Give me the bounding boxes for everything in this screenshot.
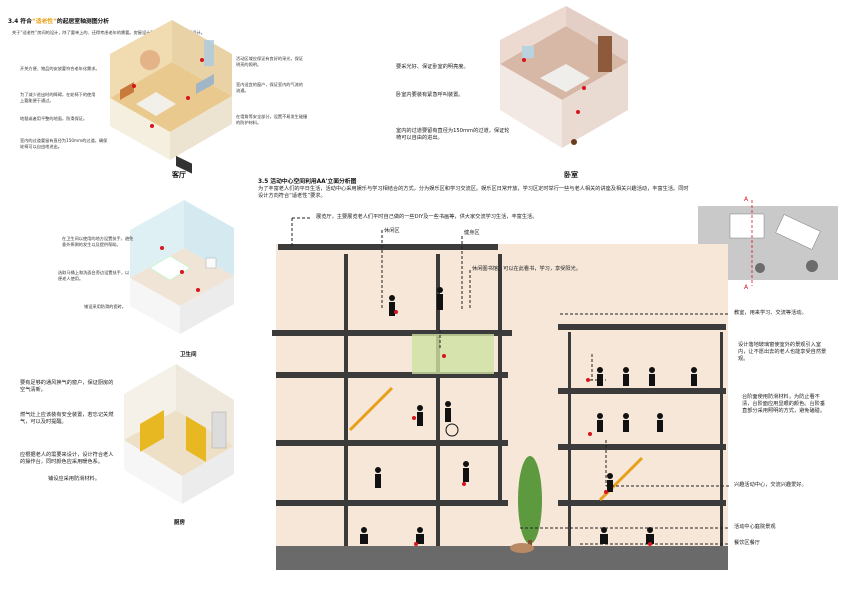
living-marker-4 (200, 58, 204, 62)
section-intro: 为了丰富老人们的平日生活，活动中心采用娱乐与学习相结合的方式，分为娱乐区和学习交… (258, 186, 689, 200)
label-fitness: 健身区 (464, 230, 480, 236)
kitchen-note-4: 铺设应采用防滑材料。 (48, 476, 100, 482)
living-marker-1 (132, 84, 136, 88)
label-hobby: 兴趣活动中心，交流兴趣爱好。 (734, 482, 807, 488)
section-marker-a-bottom: A (744, 284, 749, 291)
bedroom-title: 卧室 (564, 171, 578, 179)
living-title: 客厅 (172, 171, 186, 179)
bathroom-marker-1 (160, 246, 164, 250)
bedroom-note-3: 室内的过道要留有直径为150mm的过道，保证轮椅可以自由的进出。 (396, 128, 510, 142)
section-marker-fitness (462, 482, 466, 486)
section-marker-classroom (586, 378, 590, 382)
label-dining: 餐饮区餐厅 (734, 540, 760, 546)
section-marker-a-top: A (744, 196, 749, 203)
label-center: 活动中心庭院景观 (734, 524, 776, 530)
bedroom-marker-1 (522, 58, 526, 62)
bedroom-marker-2 (582, 86, 586, 90)
living-note-6: 室内适宜的窗户，保证室内的气流的流通。 (236, 82, 304, 93)
living-marker-3 (186, 96, 190, 100)
living-note-4: 室内的过道要留有直径为150mm的过道，确保轮椅可以自由地进出。 (20, 138, 108, 149)
living-note-2: 为了减少进出时的障碍，在轮椅下的使用上要能便于通过。 (20, 92, 96, 103)
section-marker-dining-left (414, 542, 418, 546)
kitchen-note-3: 应根据老人的需要来设计，设计符合老人的操作台，同时颜色应采用暖色系。 (20, 452, 114, 466)
label-steps: 台阶面使用防滑材料，为防止看不清，台阶面应用显眼的颜色。台阶垂直部分采用照明的方… (742, 394, 826, 415)
label-exhibition: 展览厅，主要展览老人们平时自己做的一些DIY及一些书画等，供大家交流学习生活，丰… (316, 214, 538, 220)
section-marker-library (442, 354, 446, 358)
living-note-1: 开关方便、物品的安放要符合老年化需求。 (20, 66, 100, 71)
bedroom-note-1: 要采光好、保证卧室的明亮度。 (396, 64, 469, 70)
living-marker-2 (150, 124, 154, 128)
label-library: 休闲图书馆，可以在此看书，学习，享受阳光。 (472, 266, 581, 272)
label-classroom: 教室，用来学习、交流等活动。 (734, 310, 807, 316)
kitchen-note-2: 燃气灶上应该装有安全装置，若忘记关燃气，可以及时提醒。 (20, 412, 114, 426)
label-rest: 休闲区 (384, 228, 400, 234)
section-marker-exhibition (394, 310, 398, 314)
living-note-5: 活动区域应保证有良好的采光，保证明亮的照明。 (236, 56, 304, 67)
section-heading: 3.5 活动中心空间利用AA'立面分析图 (258, 179, 357, 185)
section-marker-steps (588, 432, 592, 436)
bathroom-marker-2 (180, 270, 184, 274)
section-marker-dining-right (648, 542, 652, 546)
bathroom-marker-3 (196, 288, 200, 292)
bedroom-marker-3 (576, 110, 580, 114)
section-marker-rest (412, 416, 416, 420)
label-design: 设计落地玻璃窗使室外的景观引入室内，让不愿出去的老人也能享受自然景观。 (738, 342, 827, 363)
kitchen-title: 厨房 (174, 520, 186, 526)
living-heading: 3.4 符合“适老性”的起居室轴测图分析 (8, 19, 110, 25)
bathroom-note-3: 铺设采用防滑的瓷砖。 (84, 304, 126, 309)
living-note-7: 在墙角等安全部分，设置不易发生碰撞的防护材料。 (236, 114, 308, 125)
bedroom-note-2: 卧室内要装有紧急呼叫装置。 (396, 92, 464, 98)
kitchen-note-1: 要有足够的通风换气的窗户，保证厨房的空气清新。 (20, 380, 114, 394)
section-marker-hobby (604, 490, 608, 494)
living-note-3: 地毯或者用平整的地面，防滑保证。 (20, 116, 88, 121)
bathroom-note-1: 在卫生间以使用的地方设置扶手，避免意外摔倒的发生以及提供帮助。 (62, 236, 134, 247)
bathroom-note-2: 选取马桶上和洗面台旁边设置扶手，以便老人使用。 (58, 270, 130, 281)
bathroom-title: 卫生间 (180, 352, 197, 358)
living-intro: 关于“适老性”房间的设计，除了要单上的、还得考虑老年的需要。房屋设计要以老年的需… (12, 30, 205, 35)
